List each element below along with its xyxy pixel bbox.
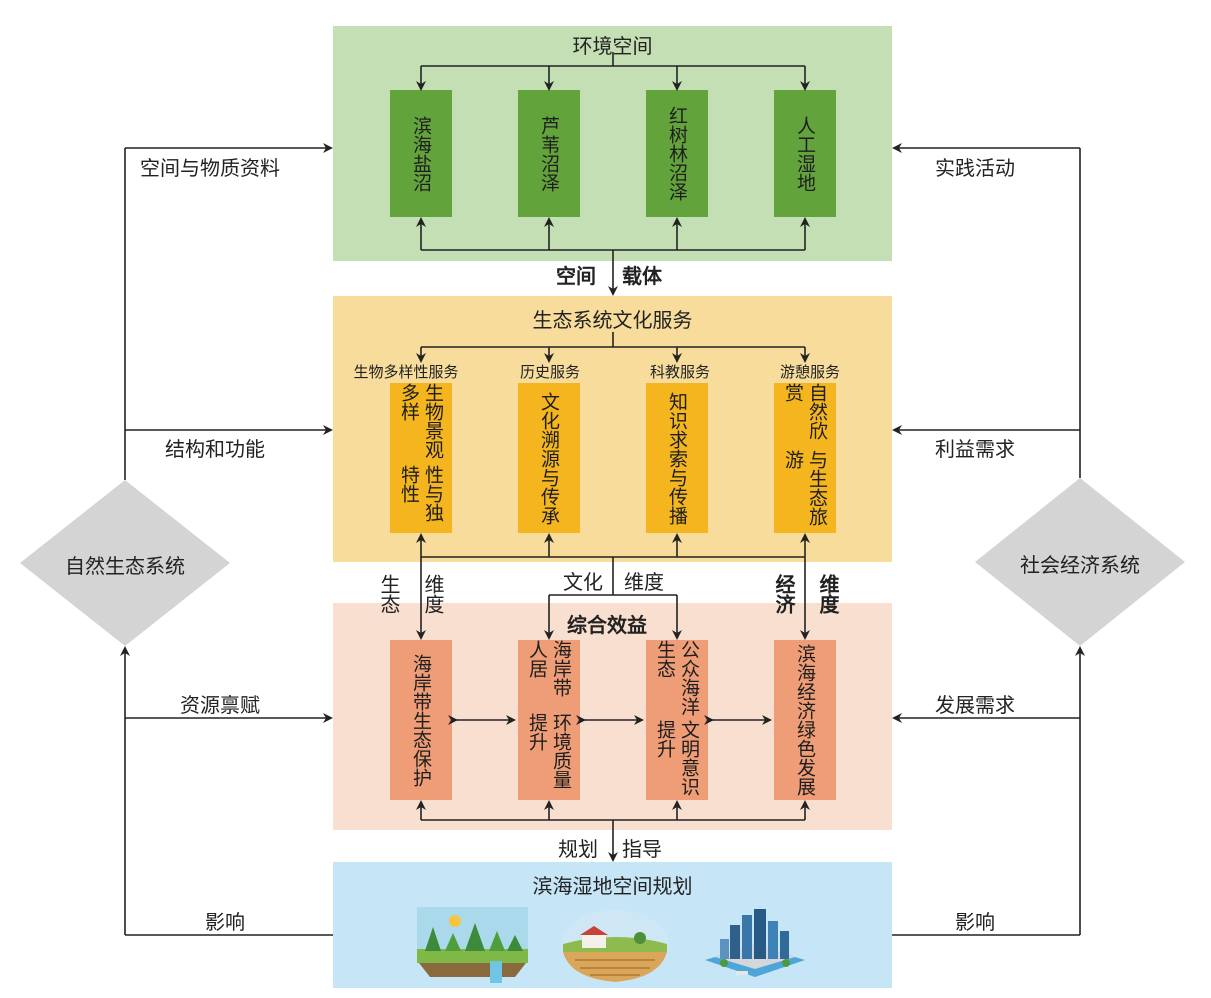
left-label-space-material: 空间与物质资料 bbox=[140, 156, 280, 180]
connector-carrier: 载体 bbox=[622, 264, 662, 288]
connector-culture: 文化 bbox=[563, 570, 603, 594]
natural-ecosystem-diamond bbox=[20, 480, 230, 646]
connector-guide: 指导 bbox=[622, 837, 662, 861]
natural-ecosystem-label: 自然生态系统 bbox=[65, 554, 185, 578]
env-box-mangrove-marsh: 红树林沼泽 bbox=[646, 90, 708, 217]
benefit-box-coastal-protection: 海岸带生态保护 bbox=[390, 640, 452, 800]
socioeconomic-system-diamond bbox=[975, 478, 1185, 646]
right-label-development-demand: 发展需求 bbox=[935, 693, 1015, 717]
connector-ecology-dimension: 维度 bbox=[421, 574, 445, 614]
connector-planning: 规划 bbox=[558, 837, 598, 861]
wetland-landscape-picture bbox=[417, 907, 528, 983]
service-recreation: 游憩服务 bbox=[779, 363, 840, 381]
left-label-structure-function: 结构和功能 bbox=[165, 437, 265, 461]
eco-box-culture: 文化溯源与传承 bbox=[518, 383, 580, 533]
benefit-title: 综合效益 bbox=[567, 613, 647, 637]
connector-economy-dimension: 维度 bbox=[816, 574, 840, 614]
connector-space: 空间 bbox=[556, 264, 596, 288]
eco-box-recreation: 自然欣赏与生态旅游 bbox=[774, 383, 836, 533]
left-label-influence: 影响 bbox=[205, 910, 245, 934]
connector-ecology: 生态 bbox=[377, 574, 401, 614]
benefit-box-green-economy: 滨海经济绿色发展 bbox=[774, 640, 836, 800]
benefit-box-living-environment: 海岸带人居环境质量提升 bbox=[518, 640, 580, 800]
benefit-box-marine-awareness: 公众海洋生态文明意识提升 bbox=[646, 640, 708, 800]
env-box-reed-marsh: 芦苇沼泽 bbox=[518, 90, 580, 217]
service-biodiversity: 生物多样性服务 bbox=[353, 363, 459, 381]
eco-box-knowledge: 知识求索与传播 bbox=[646, 383, 708, 533]
connector-economy: 经济 bbox=[772, 574, 796, 614]
env-box-artificial-wetland: 人工湿地 bbox=[774, 90, 836, 217]
spatial-planning-title: 滨海湿地空间规划 bbox=[532, 874, 693, 898]
env-box-salt-marsh: 滨海盐沼 bbox=[390, 90, 452, 217]
left-label-resource-endowment: 资源禀赋 bbox=[180, 693, 260, 717]
farm-landscape-picture bbox=[561, 910, 669, 982]
service-history: 历史服务 bbox=[519, 363, 580, 381]
service-science-education: 科教服务 bbox=[649, 363, 710, 381]
ecosystem-cultural-services-title: 生态系统文化服务 bbox=[532, 308, 693, 332]
eco-box-biodiversity: 生物景观多样性与独特性 bbox=[390, 383, 452, 533]
connector-culture-dimension: 维度 bbox=[624, 570, 664, 594]
socioeconomic-system-label: 社会经济系统 bbox=[1020, 553, 1140, 577]
right-label-influence: 影响 bbox=[955, 910, 995, 934]
right-label-practice: 实践活动 bbox=[935, 156, 1015, 180]
right-label-interest-demand: 利益需求 bbox=[935, 437, 1015, 461]
coastal-city-picture bbox=[705, 909, 805, 977]
